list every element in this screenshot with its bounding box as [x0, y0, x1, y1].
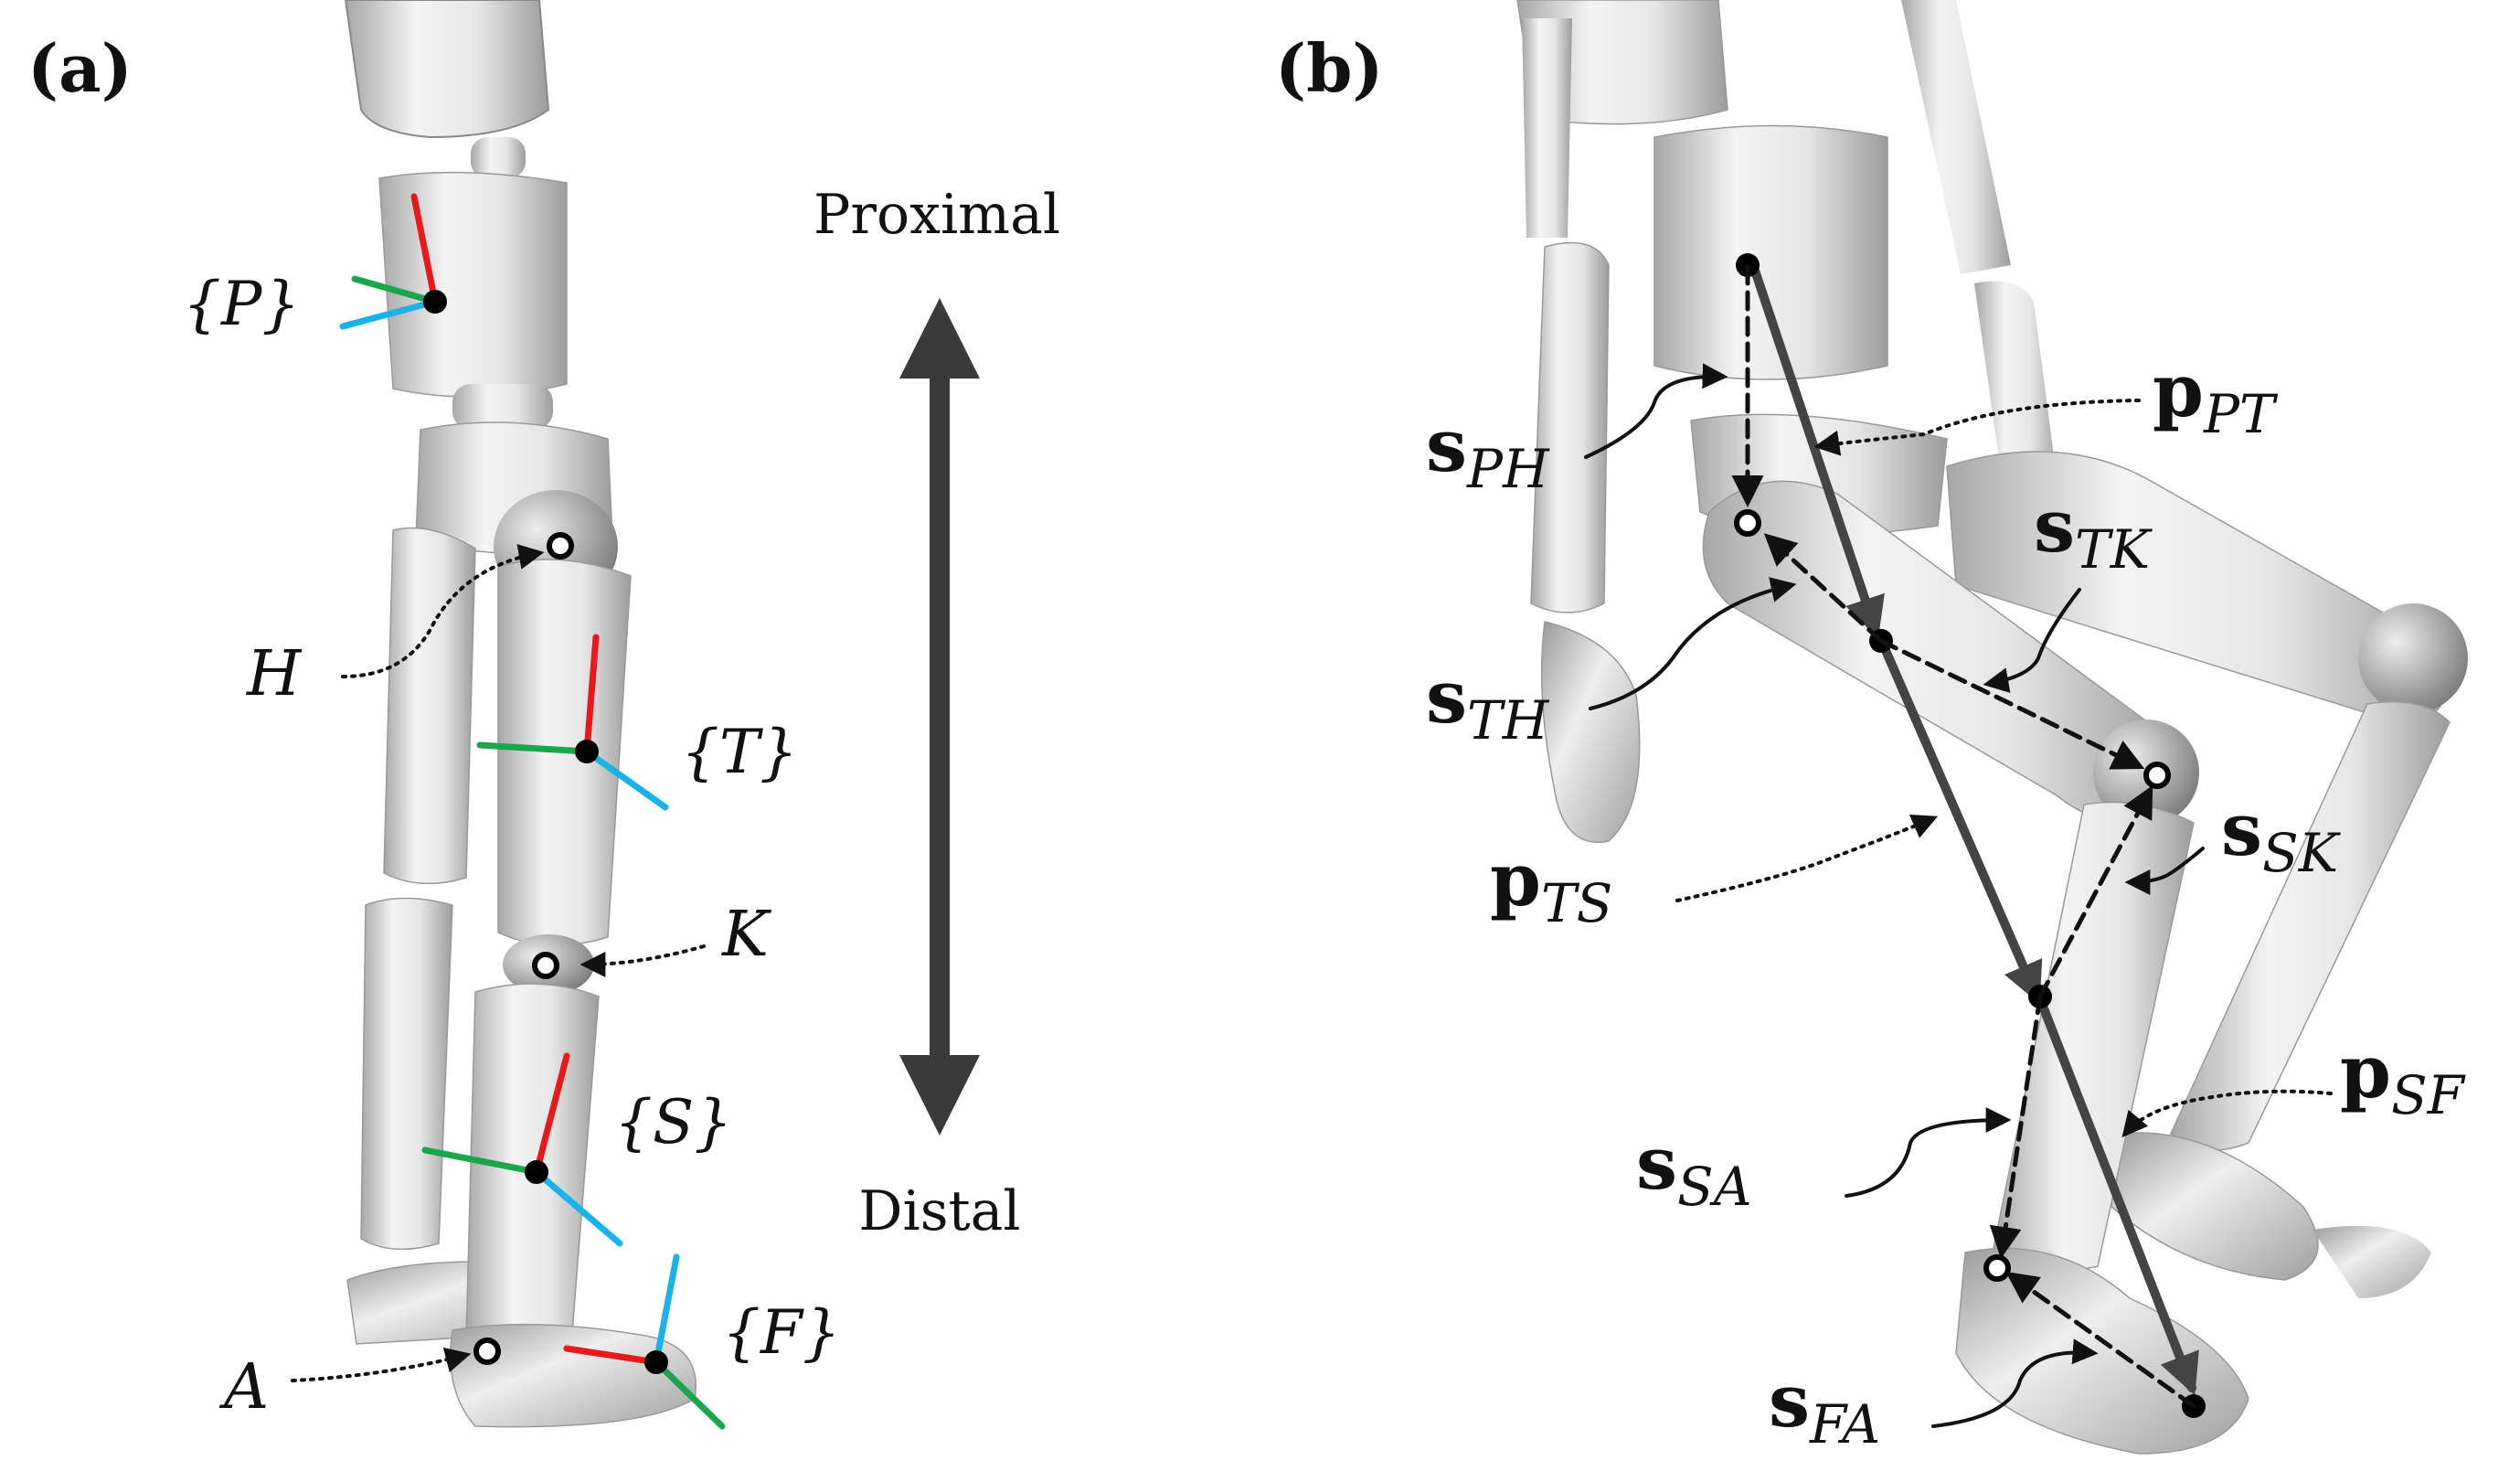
s-sk-leader: [2124, 847, 2205, 895]
frame-p-z-axis: [339, 298, 439, 330]
label-p-ts: pTS: [1490, 837, 1612, 934]
frame-s-label: {S}: [614, 1087, 732, 1157]
frame-t-z-axis: [583, 748, 669, 811]
label-p-pt: pPT: [2153, 347, 2279, 445]
distal-label: Distal: [858, 1179, 1020, 1243]
s-tk-leader: [1983, 588, 2081, 693]
frame-f-label: {F}: [722, 1297, 841, 1368]
joint-k-label: K: [720, 899, 772, 971]
panel-b-label: (b): [1275, 29, 1383, 107]
back-thigh-a: [383, 527, 476, 885]
pelvis-a: [378, 171, 568, 398]
hip-leader-line: [341, 544, 545, 678]
s-fa-leader: [1931, 1338, 2099, 1428]
torso-a: [344, 0, 550, 139]
vector-p-ts: [1877, 635, 2043, 1005]
frame-f-axes: [563, 1253, 726, 1430]
frame-t-label: {T}: [681, 717, 798, 787]
s-th-leader: [1589, 577, 1797, 710]
vector-s-th: [1763, 533, 1884, 644]
p-sf-leader: [2121, 1089, 2333, 1138]
pelvis-b: [1653, 124, 1888, 380]
vector-p-sf: [2036, 995, 2199, 1396]
frame-p-label: {P}: [183, 269, 300, 339]
s-sa-leader: [1845, 1107, 2012, 1198]
knee-leader-line: [579, 944, 706, 977]
hand-b: [1540, 621, 1641, 843]
frame-t-origin: [575, 740, 599, 763]
vector-s-fa: [2005, 1271, 2196, 1409]
frame-s-x-axis: [533, 1052, 570, 1176]
panel-b: (b): [1275, 0, 2468, 1455]
frame-s-y-axis: [421, 1146, 540, 1176]
frame-s-origin: [525, 1160, 548, 1184]
upper-arm-b: [1522, 18, 1572, 238]
frame-p-y-axis: [351, 275, 439, 305]
ankle-leader-line: [291, 1347, 472, 1382]
vector-s-sa: [1989, 994, 2043, 1259]
frame-f-z-axis: [653, 1253, 680, 1366]
mannequin-a: [344, 0, 696, 1428]
vector-s-tk: [1878, 638, 2145, 770]
far-knee-ball-b: [2358, 603, 2468, 713]
mannequin-b: [1516, 0, 2468, 1455]
frame-t-axes: [476, 634, 669, 811]
vector-s-sk: [2037, 784, 2153, 999]
label-s-th: sTH: [1426, 654, 1550, 752]
label-s-sa: sSA: [1636, 1120, 1752, 1218]
forearm-b: [1530, 241, 1610, 613]
far-upper-arm-b: [1901, 0, 2011, 274]
joint-a-label: A: [218, 1351, 269, 1423]
ankle-joint-marker: [473, 1338, 501, 1365]
waist-joint-a: [471, 137, 526, 178]
label-p-sf: pSF: [2340, 1029, 2466, 1126]
frame-t-y-axis: [476, 741, 590, 755]
proximal-label: Proximal: [813, 183, 1060, 247]
knee-joint-marker: [532, 952, 559, 979]
label-s-ph: sPH: [1426, 402, 1550, 500]
ankle-joint-marker-b: [1983, 1254, 2011, 1282]
frame-f-origin: [644, 1350, 668, 1374]
panel-a: (a): [27, 0, 1060, 1430]
frame-s-axes: [421, 1052, 623, 1247]
frame-p-x-axis: [410, 193, 439, 305]
frame-p-axes: [339, 193, 447, 330]
label-s-tk: sTK: [2034, 483, 2153, 581]
frame-t-x-axis: [583, 634, 600, 755]
p-pt-leader: [1813, 399, 2141, 456]
hip-joint-marker-b: [1734, 509, 1761, 537]
label-s-fa: sFA: [1769, 1358, 1880, 1455]
panel-a-label: (a): [27, 29, 133, 107]
far-toes-b: [2313, 1225, 2431, 1298]
hip-link-a: [452, 384, 553, 430]
s-ph-leader: [1584, 363, 1728, 459]
back-shank-a: [360, 897, 453, 1251]
frame-s-z-axis: [533, 1168, 623, 1247]
knee-joint-marker-b: [2143, 762, 2171, 789]
label-s-sk: sSK: [2221, 786, 2342, 884]
hip-joint-marker: [547, 532, 574, 560]
joint-h-label: H: [245, 638, 303, 710]
far-foot-b: [2111, 1132, 2319, 1281]
frame-f-x-axis: [563, 1345, 660, 1366]
p-ts-leader: [1675, 814, 1939, 902]
frame-f-y-axis: [653, 1359, 726, 1430]
frame-p-origin: [423, 290, 447, 314]
